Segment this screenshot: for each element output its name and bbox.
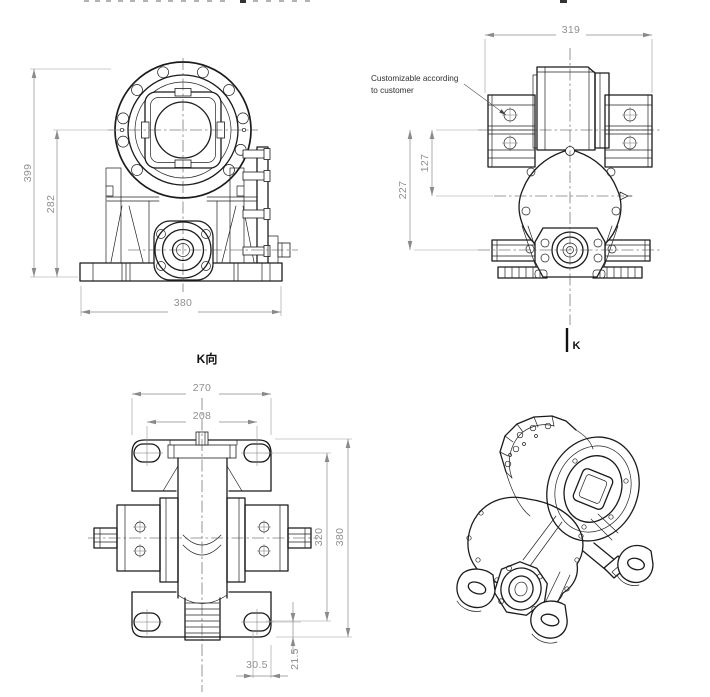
clipped-title-fragments — [84, 0, 567, 3]
dim-side-upper-offset: 127 — [419, 154, 431, 172]
side-dimensions: 319 127 227 — [397, 24, 653, 251]
side-coupling-left — [487, 94, 536, 168]
front-flange-bolt-holes — [117, 66, 249, 176]
front-dimensions: 399 282 380 — [22, 68, 282, 316]
side-coupling-right — [604, 94, 653, 168]
k-view-label: K向 — [197, 351, 218, 366]
k-view-direction-marker: K — [565, 328, 581, 352]
customization-annotation: Customizable according to customer — [371, 74, 507, 116]
front-view: 399 282 380 — [22, 58, 298, 316]
iso-struts — [522, 513, 619, 604]
side-top-block — [532, 66, 610, 151]
top-view-k: K向 — [88, 351, 352, 692]
front-motor-interface — [242, 146, 291, 264]
side-centerlines — [478, 48, 662, 325]
front-mounting-plates — [105, 167, 258, 264]
iso-feet — [456, 544, 654, 644]
front-input-flange — [153, 220, 214, 281]
dim-top-bracket-width: 270 — [193, 382, 211, 394]
dim-side-lower-offset: 227 — [397, 181, 409, 199]
dim-top-slot-edge-offset: 30.5 — [246, 659, 268, 671]
dim-top-bottom-edge-offset: 21.5 — [289, 648, 301, 670]
top-centerlines — [88, 398, 318, 692]
annotation-line-1: Customizable according — [371, 74, 459, 83]
iso-output-cylinder — [505, 429, 640, 542]
isometric-view — [456, 415, 654, 644]
top-bracket-plate-lower — [131, 591, 273, 638]
iso-coupling-drum — [499, 415, 577, 479]
front-centerlines — [108, 58, 298, 292]
side-view: Customizable according to customer K 319… — [371, 24, 662, 352]
annotation-leader-line — [463, 83, 507, 116]
top-body — [93, 457, 312, 641]
annotation-line-2: to customer — [371, 86, 414, 95]
k-view-letter: K — [573, 340, 581, 352]
dim-front-center-height: 282 — [45, 195, 57, 213]
dim-top-slot-span: 320 — [313, 528, 325, 546]
dim-top-slot-spacing: 208 — [193, 410, 211, 422]
top-dimensions: 270 208 320 380 30.5 21.5 — [131, 382, 352, 679]
dim-side-width: 319 — [562, 24, 580, 36]
dim-top-overall-length: 380 — [334, 528, 346, 546]
top-bracket-plate-upper — [131, 431, 273, 492]
dim-front-base-width: 380 — [174, 297, 192, 309]
dim-front-total-height: 399 — [22, 164, 34, 182]
